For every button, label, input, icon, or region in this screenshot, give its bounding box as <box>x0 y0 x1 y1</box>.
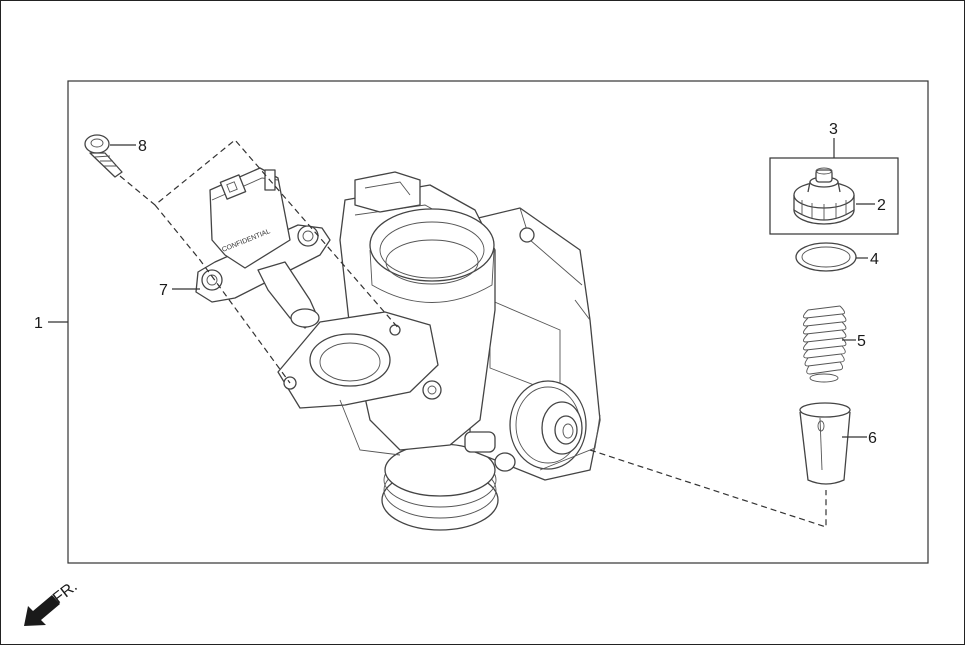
assembly-line-sleeve <box>589 449 827 528</box>
callout-8: 8 <box>138 138 147 155</box>
callout-7: 7 <box>159 282 168 299</box>
spring <box>803 305 847 383</box>
callout-3: 3 <box>829 121 838 138</box>
sleeve <box>799 402 851 485</box>
cap-nut <box>793 167 855 225</box>
callout-5: 5 <box>857 333 866 350</box>
screw <box>84 134 123 178</box>
callout-6: 6 <box>868 430 877 447</box>
callout-4: 4 <box>870 251 879 268</box>
front-direction-indicator: FR. <box>24 578 81 626</box>
arrow-down-left-icon <box>24 595 60 626</box>
callout-1: 1 <box>34 315 43 332</box>
throttle-position-sensor: CONFIDENTIAL <box>195 167 331 329</box>
assembly-line-screw <box>119 139 401 331</box>
throttle-body <box>277 171 601 531</box>
o-ring <box>795 242 857 272</box>
idle-adjust-knob <box>509 380 601 471</box>
callout-2: 2 <box>877 197 886 214</box>
assembly-line-sensor <box>154 204 291 384</box>
